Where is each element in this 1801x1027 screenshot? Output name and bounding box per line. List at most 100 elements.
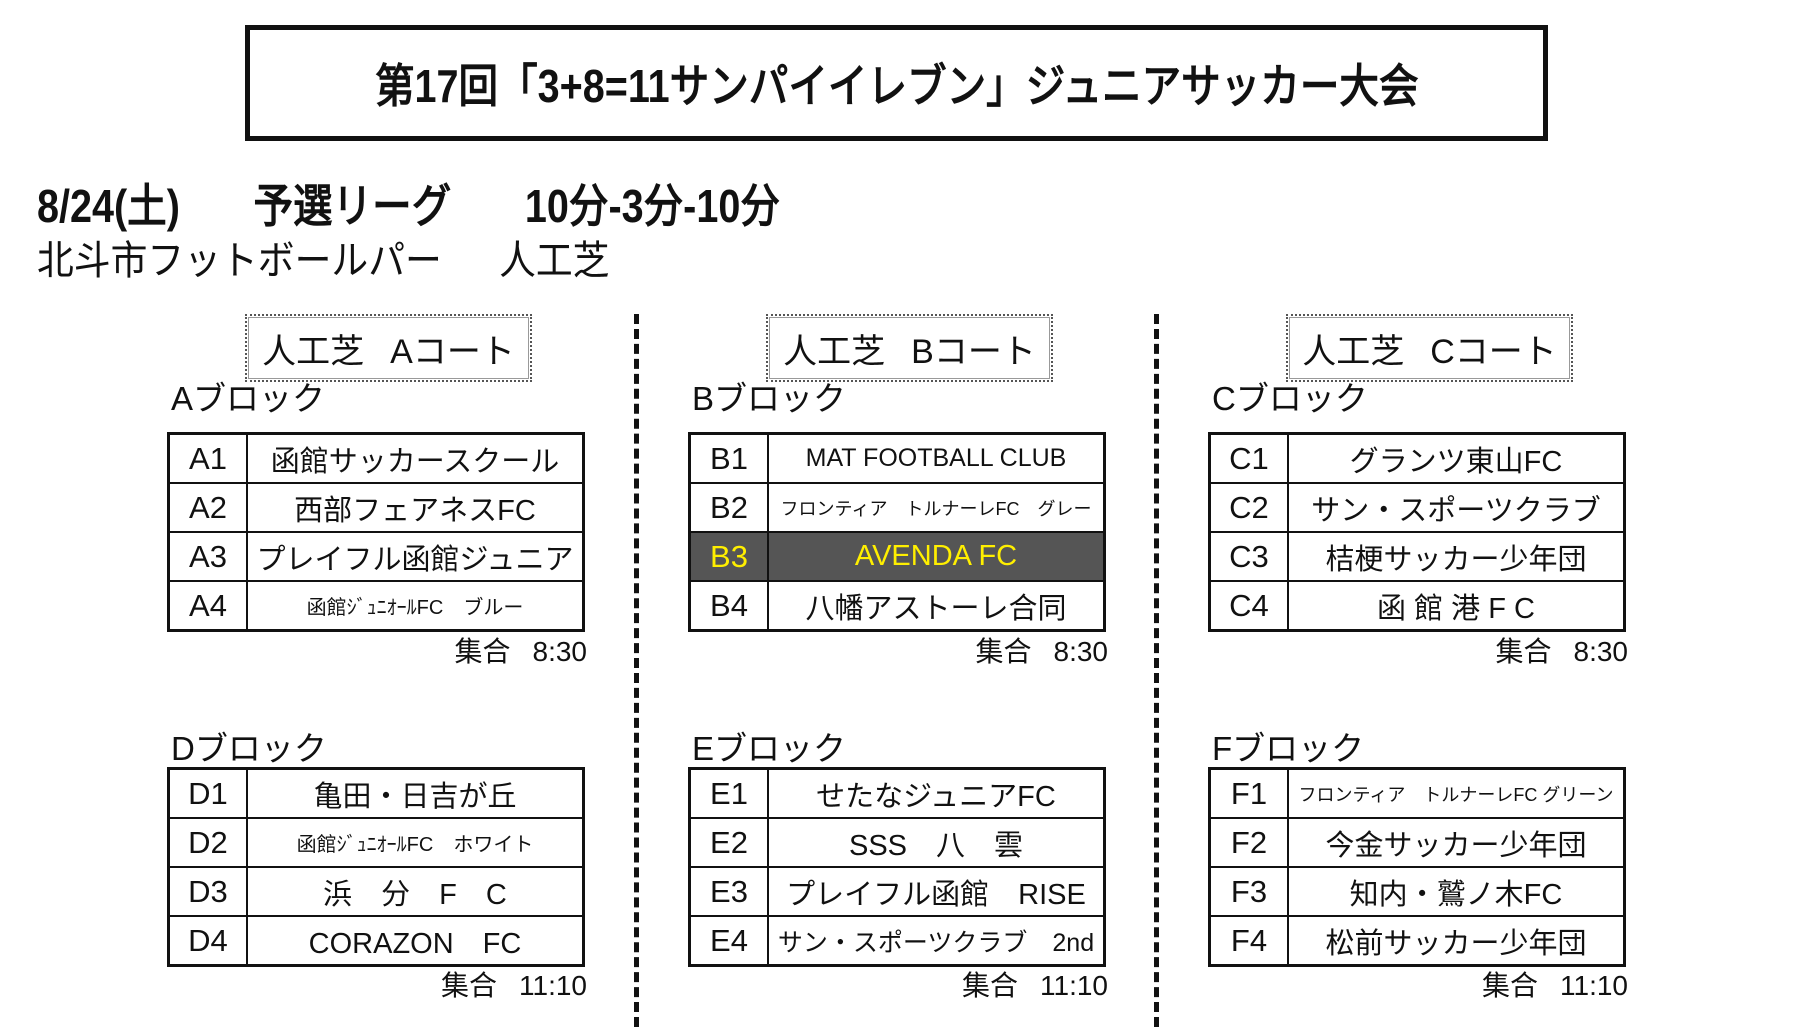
court-surface: 人工芝 xyxy=(1302,332,1405,371)
team-name: AVENDA FC xyxy=(767,531,1106,582)
column-divider xyxy=(1154,314,1159,1027)
team-name: フロンティア トルナーレFC グレー xyxy=(767,482,1106,533)
stage: 予選リーグ xyxy=(253,180,452,232)
meeting-time-value: 11:10 xyxy=(519,970,587,1001)
team-name: プレイフル函館ジュニア xyxy=(246,531,585,582)
team-code: B3 xyxy=(688,531,769,582)
team-name: グランツ東山FC xyxy=(1287,432,1626,484)
team-name: サン・スポーツクラブ 2nd xyxy=(767,915,1106,967)
team-code: B1 xyxy=(688,432,769,484)
meeting-time-value: 8:30 xyxy=(1053,636,1109,667)
team-name: 桔梗サッカー少年団 xyxy=(1287,531,1626,582)
team-code: E1 xyxy=(688,767,769,819)
team-code: E3 xyxy=(688,866,769,917)
court-header: 人工芝 Cコート xyxy=(1286,314,1573,382)
venue: 北斗市フットボールパー xyxy=(37,239,442,283)
meeting-time: 集合 8:30 xyxy=(1495,630,1628,670)
block-label: Cブロック xyxy=(1212,380,1368,417)
meeting-label: 集合 xyxy=(975,636,1032,667)
meeting-time-value: 8:30 xyxy=(1573,636,1629,667)
team-name: フロンティア トルナーレFC グリーン xyxy=(1287,767,1626,819)
court-header: 人工芝 Aコート xyxy=(245,314,532,382)
venue-heading: 北斗市フットボールパー 人工芝 xyxy=(37,228,609,286)
court-name: Bコート xyxy=(911,332,1036,371)
team-code: E4 xyxy=(688,915,769,967)
team-name: 知内・鷲ノ木FC xyxy=(1287,866,1626,917)
court-surface: 人工芝 xyxy=(262,332,365,371)
team-code: B2 xyxy=(688,482,769,533)
team-code: B4 xyxy=(688,580,769,632)
team-code: F3 xyxy=(1208,866,1289,917)
team-name: SSS 八 雲 xyxy=(767,817,1106,868)
team-name: 亀田・日吉が丘 xyxy=(246,767,585,819)
team-name: 函館サッカースクール xyxy=(246,432,585,484)
tournament-title: 第17回「3+8=11サンパイイレブン」ジュニアサッカー大会 xyxy=(374,60,1419,112)
team-name: 松前サッカー少年団 xyxy=(1287,915,1626,967)
team-name: 八幡アストーレ合同 xyxy=(767,580,1106,632)
meeting-label: 集合 xyxy=(1481,970,1538,1001)
meeting-label: 集合 xyxy=(1495,636,1552,667)
team-name: 今金サッカー少年団 xyxy=(1287,817,1626,868)
match-format: 10分-3分-10分 xyxy=(524,180,780,232)
team-name: 函館ｼﾞｭﾆｵｰﾙFC ホワイト xyxy=(246,817,585,868)
team-code: D4 xyxy=(167,915,248,967)
team-code: A4 xyxy=(167,580,248,632)
team-name: 函館ｼﾞｭﾆｵｰﾙFC ブルー xyxy=(246,580,585,632)
team-code: D2 xyxy=(167,817,248,868)
team-name: 函 館 港 F C xyxy=(1287,580,1626,632)
court-surface: 人工芝 xyxy=(783,332,886,371)
team-name: MAT FOOTBALL CLUB xyxy=(767,432,1106,484)
tournament-title-box: 第17回「3+8=11サンパイイレブン」ジュニアサッカー大会 xyxy=(245,25,1548,141)
meeting-time: 集合 11:10 xyxy=(1482,964,1628,1004)
team-code: A2 xyxy=(167,482,248,533)
block-label: Eブロック xyxy=(692,730,847,767)
court-name: Cコート xyxy=(1430,332,1557,371)
meeting-time-value: 11:10 xyxy=(1560,970,1628,1001)
court-header: 人工芝 Bコート xyxy=(766,314,1053,382)
meeting-time-value: 11:10 xyxy=(1040,970,1108,1001)
team-code: D1 xyxy=(167,767,248,819)
team-code: F1 xyxy=(1208,767,1289,819)
team-name: せたなジュニアFC xyxy=(767,767,1106,819)
team-code: C4 xyxy=(1208,580,1289,632)
team-code: F4 xyxy=(1208,915,1289,967)
court-name: Aコート xyxy=(390,332,515,371)
team-name: 浜 分 F C xyxy=(246,866,585,917)
meeting-time: 集合 8:30 xyxy=(975,630,1108,670)
team-code: A1 xyxy=(167,432,248,484)
date: 8/24(土) xyxy=(37,180,180,232)
surface: 人工芝 xyxy=(499,239,610,283)
schedule-heading: 8/24(土) 予選リーグ 10分-3分-10分 xyxy=(37,170,780,236)
